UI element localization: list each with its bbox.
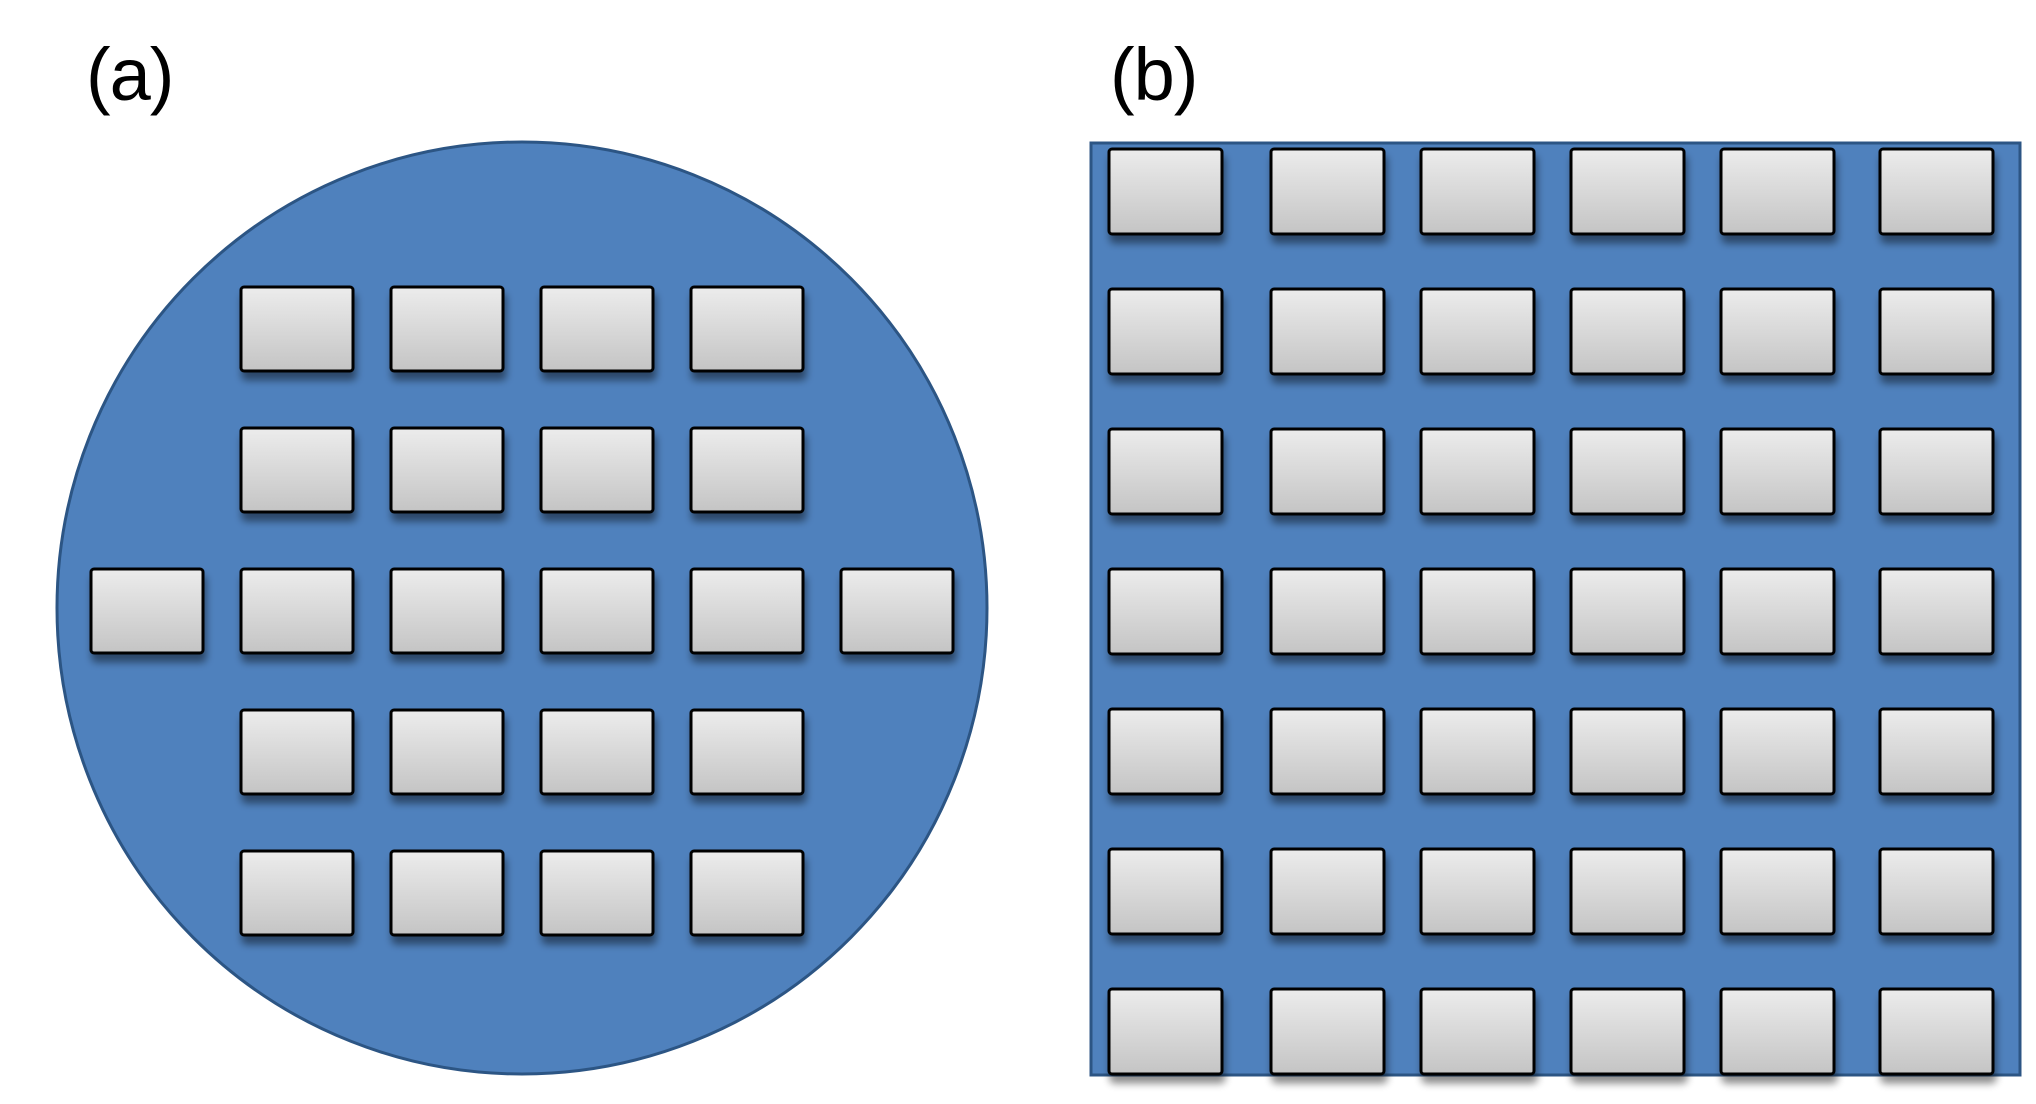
die xyxy=(1269,287,1386,376)
die xyxy=(1269,987,1386,1076)
die xyxy=(1419,847,1536,936)
die xyxy=(239,849,355,937)
die xyxy=(1107,707,1224,796)
die xyxy=(839,567,955,655)
die xyxy=(239,708,355,796)
die xyxy=(689,426,805,514)
panel-a-label: (a) xyxy=(86,33,174,116)
die xyxy=(239,426,355,514)
die xyxy=(1569,287,1686,376)
die xyxy=(1269,567,1386,656)
die xyxy=(539,567,655,655)
die xyxy=(389,285,505,373)
die xyxy=(1719,707,1836,796)
die xyxy=(389,567,505,655)
die xyxy=(389,708,505,796)
die xyxy=(1569,707,1686,796)
die xyxy=(1719,147,1836,236)
die xyxy=(539,849,655,937)
panel-a-dies xyxy=(89,285,955,937)
die xyxy=(1269,847,1386,936)
die xyxy=(689,567,805,655)
die xyxy=(1419,987,1536,1076)
die xyxy=(1269,147,1386,236)
die xyxy=(1107,287,1224,376)
die xyxy=(1719,987,1836,1076)
die xyxy=(1419,147,1536,236)
die xyxy=(1878,147,1995,236)
die xyxy=(1419,567,1536,656)
die xyxy=(1878,567,1995,656)
panel-b-label: (b) xyxy=(1110,33,1198,116)
die xyxy=(1269,427,1386,516)
panel-b-dies xyxy=(1107,147,1995,1076)
die xyxy=(1107,147,1224,236)
die xyxy=(1878,847,1995,936)
die xyxy=(689,285,805,373)
die xyxy=(1107,987,1224,1076)
die xyxy=(1107,427,1224,516)
die xyxy=(1878,427,1995,516)
die xyxy=(1419,287,1536,376)
die xyxy=(539,708,655,796)
die xyxy=(89,567,205,655)
die xyxy=(1569,847,1686,936)
die xyxy=(1569,427,1686,516)
die xyxy=(539,285,655,373)
die xyxy=(689,849,805,937)
die xyxy=(239,285,355,373)
die xyxy=(1719,427,1836,516)
die xyxy=(1878,707,1995,796)
die xyxy=(239,567,355,655)
die xyxy=(1569,987,1686,1076)
die xyxy=(1719,567,1836,656)
die xyxy=(1419,427,1536,516)
die xyxy=(1107,847,1224,936)
die xyxy=(389,426,505,514)
die xyxy=(389,849,505,937)
die xyxy=(689,708,805,796)
circular-wafer xyxy=(55,140,989,1076)
die xyxy=(1878,287,1995,376)
die xyxy=(1569,567,1686,656)
die xyxy=(539,426,655,514)
die xyxy=(1719,847,1836,936)
square-panel xyxy=(1089,141,2022,1077)
die xyxy=(1269,707,1386,796)
die xyxy=(1719,287,1836,376)
die xyxy=(1878,987,1995,1076)
die xyxy=(1107,567,1224,656)
die xyxy=(1419,707,1536,796)
die xyxy=(1569,147,1686,236)
